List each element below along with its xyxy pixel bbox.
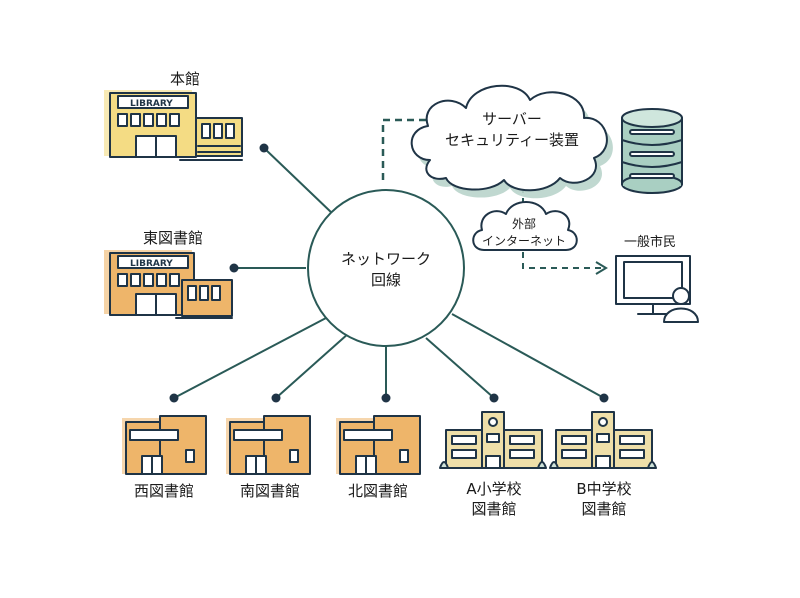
dot-school-b	[599, 393, 609, 403]
main-library-building: 本館 LIBRARY	[104, 70, 243, 161]
main-library-sign: LIBRARY	[130, 99, 173, 109]
connection-dots	[169, 143, 609, 403]
main-library-label: 本館	[170, 70, 200, 88]
south-library-label: 南図書館	[240, 482, 300, 500]
dot-south-library	[271, 393, 281, 403]
internet-cloud: 外部 インターネット	[472, 201, 578, 251]
school-a-label-line2: 図書館	[471, 500, 516, 518]
east-library-label: 東図書館	[143, 229, 203, 247]
north-library-label: 北図書館	[348, 482, 408, 500]
network-hub: ネットワーク 回線	[307, 189, 465, 347]
line-server-dashed	[381, 118, 438, 180]
school-a-building: A小学校 図書館	[439, 411, 547, 518]
server-cloud: サーバー セキュリティー装置	[410, 84, 613, 199]
dot-main-library	[259, 143, 269, 153]
citizen-computer-icon: 一般市民	[615, 234, 699, 323]
dot-west-library	[169, 393, 179, 403]
line-south-library	[275, 332, 350, 399]
school-a-label-line1: A小学校	[466, 480, 521, 498]
server-label-line1: サーバー	[482, 110, 542, 128]
west-library-building: 西図書館	[122, 415, 207, 500]
dot-north-library	[381, 393, 391, 403]
school-b-building: B中学校 図書館	[549, 411, 657, 518]
line-citizen-dashed	[522, 252, 603, 269]
line-school-a	[425, 337, 495, 399]
dot-east-library	[229, 263, 239, 273]
north-library-building: 北図書館	[336, 415, 421, 500]
west-library-label: 西図書館	[134, 482, 194, 500]
line-main-library	[263, 147, 334, 215]
line-west-library	[173, 317, 327, 399]
hub-label-line2: 回線	[371, 271, 401, 289]
internet-label-line1: 外部	[512, 216, 536, 231]
person-icon	[663, 287, 699, 323]
internet-label-line2: インターネット	[482, 234, 566, 248]
east-library-sign: LIBRARY	[130, 259, 173, 269]
school-b-label-line1: B中学校	[576, 480, 631, 498]
database-icon	[621, 108, 683, 194]
east-library-building: 東図書館 LIBRARY	[104, 229, 233, 319]
citizen-label: 一般市民	[624, 234, 676, 250]
arrow-head	[595, 261, 608, 275]
server-label-line2: セキュリティー装置	[445, 131, 579, 149]
south-library-building: 南図書館	[226, 415, 311, 500]
dot-school-a	[489, 393, 499, 403]
hub-label-line1: ネットワーク	[341, 250, 431, 268]
school-b-label-line2: 図書館	[581, 500, 626, 518]
connection-lines	[173, 118, 608, 399]
line-school-b	[451, 313, 605, 399]
